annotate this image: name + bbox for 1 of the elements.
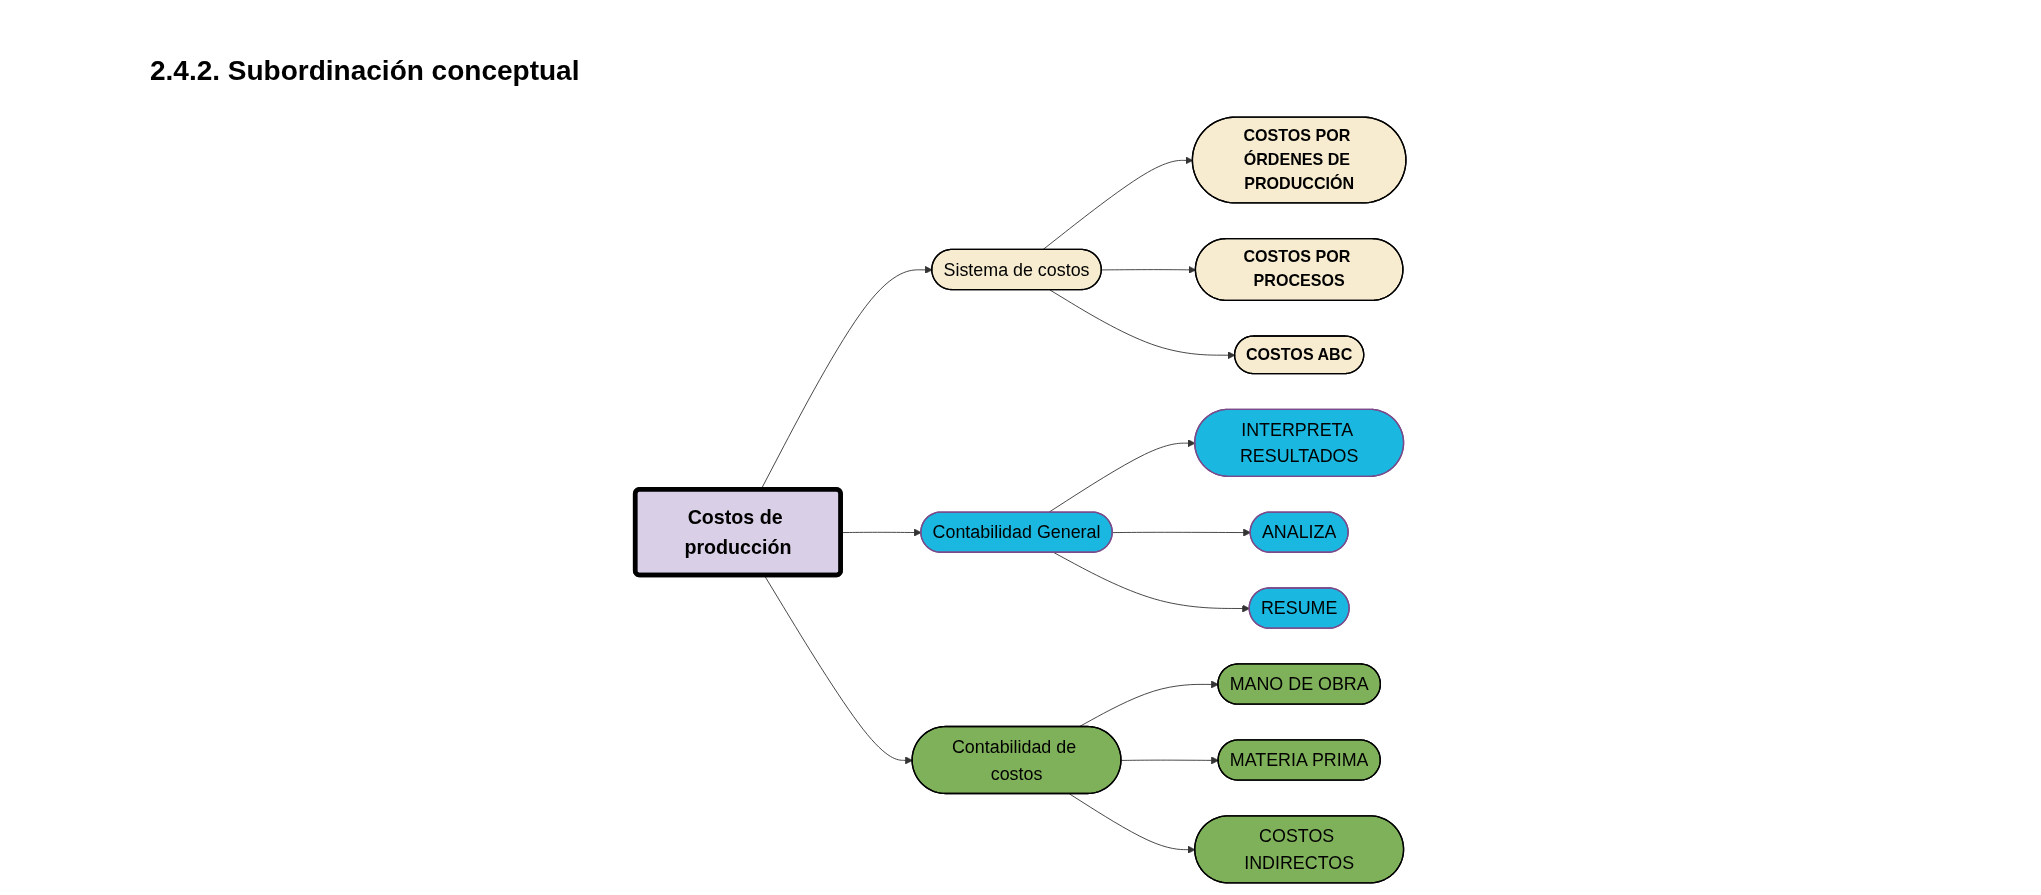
title: 2.4.2. Subordinación conceptual	[150, 55, 580, 87]
